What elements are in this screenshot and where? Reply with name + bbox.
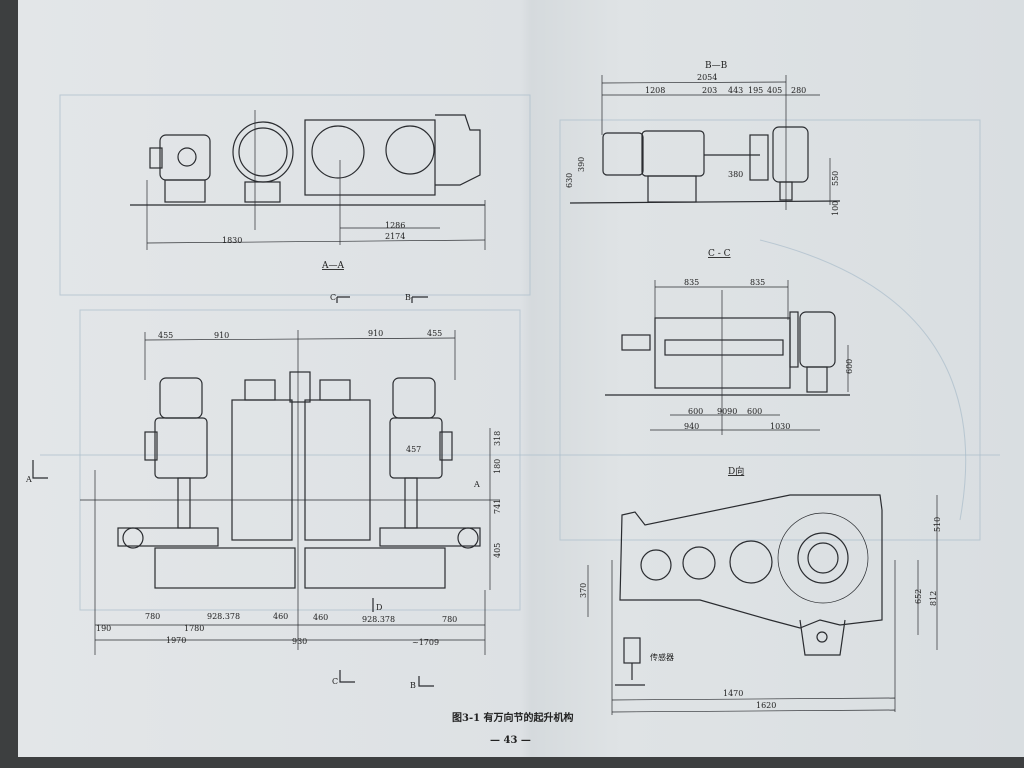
dim-460-left: 460 xyxy=(273,612,288,621)
dim-630: 630 xyxy=(565,173,574,188)
section-bb-drawing xyxy=(569,75,841,210)
dim-1208: 1208 xyxy=(645,86,665,95)
dim-460-right: 460 xyxy=(313,613,328,622)
dim-780-left: 780 xyxy=(145,612,160,621)
dim-928-left: 928.378 xyxy=(207,612,240,621)
dim-930: 930 xyxy=(292,637,307,646)
dim-380: 380 xyxy=(728,170,743,179)
dim-1780: 1780 xyxy=(184,624,204,633)
dim-455-left: 455 xyxy=(158,331,173,340)
dim-2054: 2054 xyxy=(697,73,717,82)
dim-405: 405 xyxy=(767,86,782,95)
dim-280: 280 xyxy=(791,86,806,95)
view-d-drawing xyxy=(587,494,938,715)
dim-1830: 1830 xyxy=(222,236,242,245)
section-aa-title: A—A xyxy=(321,261,344,271)
section-cc-drawing xyxy=(605,280,850,435)
view-marker-d: D xyxy=(376,603,382,612)
section-marker-b-bottom: B xyxy=(410,681,416,690)
dim-455-right: 455 xyxy=(427,329,442,338)
dim-940: 940 xyxy=(684,422,699,431)
dim-1709: ~1709 xyxy=(412,638,439,647)
dim-390: 390 xyxy=(577,157,586,172)
dim-550: 550 xyxy=(831,171,840,186)
dim-100: 100 xyxy=(831,201,840,216)
dim-780-right: 780 xyxy=(442,615,457,624)
dim-1970: 1970 xyxy=(166,636,186,645)
figure-caption: 图3-1 有万向节的起升机构 xyxy=(452,711,574,724)
dim-910-left: 910 xyxy=(214,331,229,340)
dim-835-left: 835 xyxy=(684,278,699,287)
dim-195: 195 xyxy=(748,86,763,95)
dim-652: 652 xyxy=(914,589,923,604)
book-page xyxy=(18,0,1024,757)
section-bb-title: B—B xyxy=(705,61,728,71)
section-marker-b-top: B xyxy=(405,293,411,302)
sensor-label: 传感器 xyxy=(650,652,674,662)
show-through-lines xyxy=(40,94,1000,611)
dim-600-vertical: 600 xyxy=(845,359,854,374)
dim-600-right: 600 xyxy=(747,407,762,416)
plan-view-drawing xyxy=(32,296,500,687)
dim-2174: 2174 xyxy=(385,232,405,241)
page-number: — 43 — xyxy=(490,735,531,746)
dim-405: 405 xyxy=(493,543,502,558)
dim-741: 741 xyxy=(493,499,502,514)
dim-928-right: 928.378 xyxy=(362,615,395,624)
section-aa-drawing xyxy=(130,110,486,250)
section-marker-a-left: A xyxy=(25,475,32,484)
dim-457: 457 xyxy=(406,445,421,454)
dim-370: 370 xyxy=(579,583,588,598)
dim-600-left: 600 xyxy=(688,407,703,416)
dim-1470: 1470 xyxy=(723,689,743,698)
dim-835-right: 835 xyxy=(750,278,765,287)
dim-190: 190 xyxy=(96,624,111,633)
section-cc-title: C - C xyxy=(708,249,731,259)
dim-510: 510 xyxy=(933,517,942,532)
section-marker-c-top: C xyxy=(330,293,336,302)
dim-203: 203 xyxy=(702,86,717,95)
dim-910-right: 910 xyxy=(368,329,383,338)
dim-1620: 1620 xyxy=(756,701,776,710)
dim-180: 180 xyxy=(493,459,502,474)
dim-812: 812 xyxy=(929,591,938,606)
section-marker-c-bottom: C xyxy=(332,677,338,686)
dim-9090: 9090 xyxy=(717,407,737,416)
section-marker-a-right: A xyxy=(473,480,480,489)
view-d-title: D向 xyxy=(728,465,744,477)
dim-318: 318 xyxy=(493,431,502,446)
dim-1286: 1286 xyxy=(385,221,405,230)
dim-443: 443 xyxy=(728,86,743,95)
dim-1030: 1030 xyxy=(770,422,790,431)
